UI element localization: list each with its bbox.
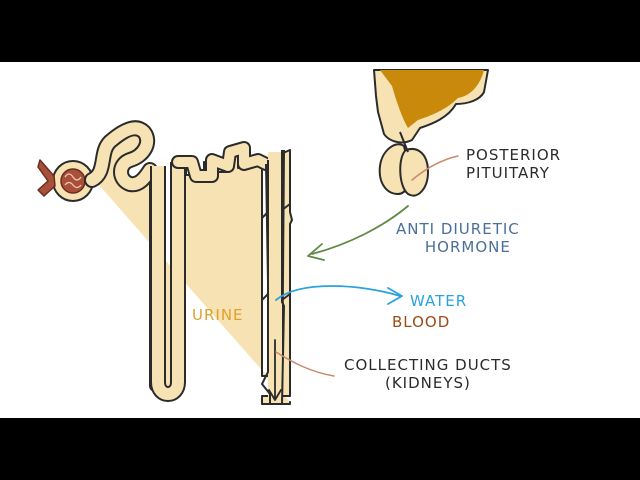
water-label: WATER [410, 292, 467, 310]
water-arrow [276, 286, 400, 300]
glomerulus [61, 169, 85, 193]
arterioles [38, 160, 55, 196]
adh-label: ANTI DIURETIC HORMONE [396, 220, 520, 256]
adh-arrow [312, 206, 408, 254]
posterior-pituitary-line-1: POSTERIOR [466, 146, 561, 164]
posterior-pituitary-line-2: PITUITARY [466, 164, 561, 182]
adh-line-2: HORMONE [396, 238, 520, 256]
urine-label: URINE [192, 306, 244, 324]
collecting-ducts-line-2: (KIDNEYS) [344, 374, 512, 392]
posterior-lobe-right [400, 149, 428, 196]
adh-line-1: ANTI DIURETIC [396, 220, 520, 238]
posterior-pituitary-label: POSTERIOR PITUITARY [466, 146, 561, 182]
blood-label: BLOOD [392, 313, 450, 331]
collecting-ducts-line-1: COLLECTING DUCTS [344, 356, 512, 374]
collecting-ducts-label: COLLECTING DUCTS (KIDNEYS) [344, 356, 512, 392]
